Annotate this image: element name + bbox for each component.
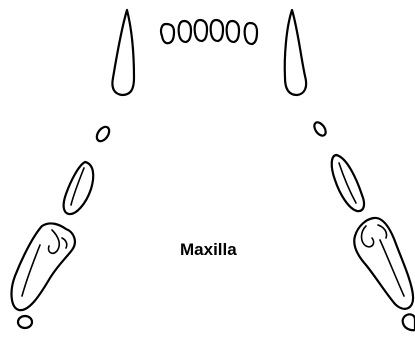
left-canine xyxy=(112,10,134,95)
incisor-2 xyxy=(179,21,191,42)
incisor-5 xyxy=(227,21,239,42)
left-second-premolar xyxy=(64,162,94,214)
incisor-3 xyxy=(195,20,207,41)
right-canine xyxy=(285,10,306,95)
incisor-6 xyxy=(245,23,257,44)
maxilla-label: Maxilla xyxy=(180,240,237,260)
left-last-molar xyxy=(18,316,32,328)
left-molar xyxy=(12,223,75,310)
incisor-1 xyxy=(161,24,174,43)
left-first-premolar xyxy=(94,125,111,144)
right-second-premolar xyxy=(332,155,364,211)
incisor-4 xyxy=(211,20,223,41)
right-last-molar xyxy=(403,314,415,330)
incisor-row xyxy=(161,20,257,44)
right-first-premolar xyxy=(312,120,328,137)
